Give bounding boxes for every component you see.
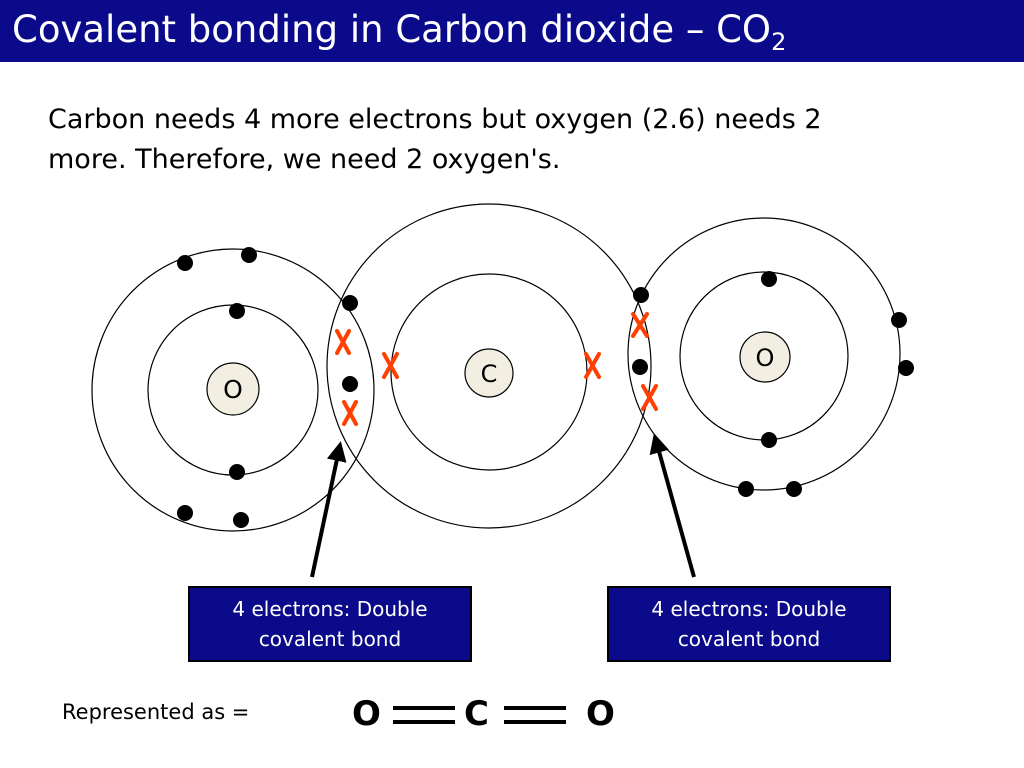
formula-carbon: C — [464, 694, 489, 734]
formula-bond-line — [393, 720, 455, 724]
title-bar: Covalent bonding in Carbon dioxide – CO2 — [0, 0, 1024, 62]
electron-dot — [229, 303, 245, 319]
carbon-nucleus — [464, 348, 514, 398]
left-callout-line-1: 4 electrons: Double — [232, 597, 428, 621]
electron-cross — [335, 329, 351, 355]
electron-cross — [631, 312, 649, 338]
left-bond-arrow — [310, 441, 347, 578]
slide-title-subscript: 2 — [771, 28, 787, 56]
electron-dot — [241, 247, 257, 263]
right-bond-callout: 4 electrons: Double covalent bond — [607, 586, 891, 662]
left-oxygen-outer-shell — [91, 248, 375, 532]
right-callout-line-2: covalent bond — [677, 627, 821, 651]
formula-bond-line — [504, 706, 566, 710]
electron-dot — [233, 512, 249, 528]
right-oxygen-symbol: O — [756, 344, 775, 372]
left-bond-callout: 4 electrons: Double covalent bond — [188, 586, 472, 662]
right-oxygen-nucleus — [739, 331, 791, 383]
slide-title: Covalent bonding in Carbon dioxide – CO2 — [12, 4, 786, 68]
carbon-outer-shell — [326, 203, 652, 529]
electron-dot — [761, 271, 777, 287]
electron-dot — [177, 255, 193, 271]
right-bond-arrow — [649, 433, 696, 578]
right-callout-line-1: 4 electrons: Double — [651, 597, 847, 621]
electron-cross — [382, 352, 399, 379]
slide-title-main: Covalent bonding in Carbon dioxide – CO — [12, 8, 772, 51]
formula-bond-line — [504, 720, 566, 724]
electron-dot — [633, 287, 649, 303]
electron-dot — [342, 376, 358, 392]
electron-dot — [632, 359, 648, 375]
right-oxygen-outer-shell — [627, 217, 901, 491]
electron-dot — [738, 481, 754, 497]
electron-dot — [342, 295, 358, 311]
electron-cross — [584, 352, 601, 379]
carbon-symbol: C — [481, 360, 498, 388]
intro-line-1: Carbon needs 4 more electrons but oxygen… — [48, 104, 822, 135]
electron-cross — [641, 384, 658, 411]
left-callout-line-2: covalent bond — [258, 627, 402, 651]
electron-cross — [342, 400, 358, 426]
electron-dot — [761, 432, 777, 448]
represented-label: Represented as = — [62, 700, 250, 724]
formula-oxygen-left: O — [352, 694, 381, 734]
formula-bond-line — [393, 706, 455, 710]
electron-dot — [891, 312, 907, 328]
intro-line-2: more. Therefore, we need 2 oxygen's. — [48, 144, 561, 175]
electron-dot — [786, 481, 802, 497]
left-oxygen-symbol: O — [223, 375, 243, 404]
electron-dot — [229, 464, 245, 480]
electron-dot — [898, 360, 914, 376]
electron-dot — [177, 505, 193, 521]
intro-text: Carbon needs 4 more electrons but oxygen… — [48, 100, 988, 180]
left-oxygen-nucleus — [206, 362, 260, 416]
formula-oxygen-right: O — [586, 694, 615, 734]
